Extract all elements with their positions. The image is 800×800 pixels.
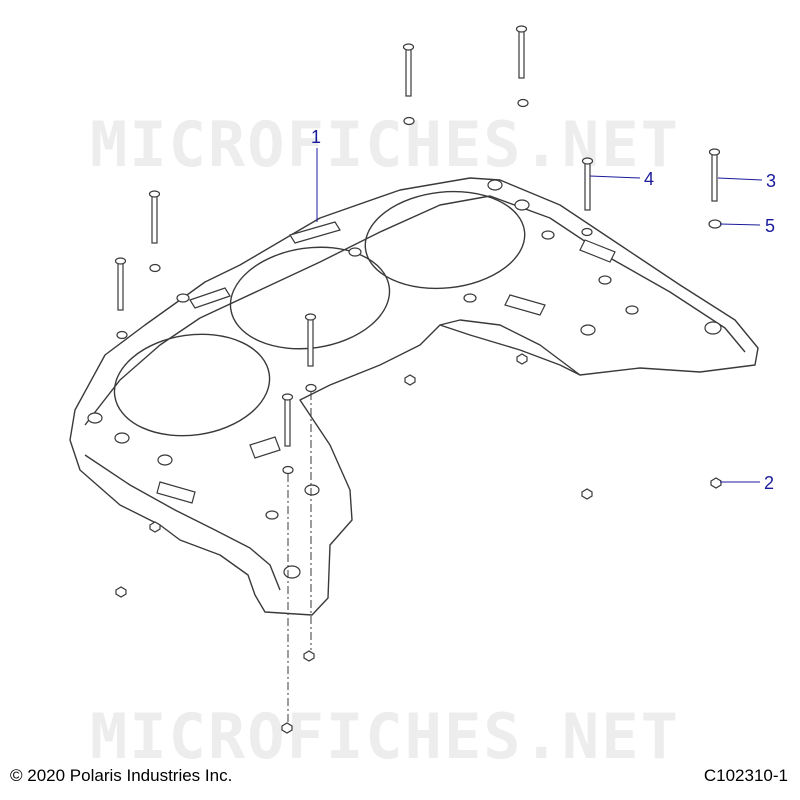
- assembly-lines: [287, 392, 312, 722]
- bolt-top-right: [515, 25, 528, 79]
- rear-rack: [69, 177, 759, 616]
- watermark-top: MICROFICHES.NET: [90, 108, 680, 181]
- callout-2: 2: [764, 473, 774, 493]
- callout-5: 5: [765, 216, 775, 236]
- bolt-center-lower: [281, 393, 294, 447]
- callout-4: 4: [644, 169, 654, 189]
- deck-slots: [156, 221, 616, 504]
- bolt-center-upper: [304, 313, 317, 367]
- drawing-number: C102310-1: [703, 766, 788, 785]
- callout-1: 1: [311, 127, 321, 147]
- bolt-item-4: [581, 157, 594, 211]
- bolt-item-3: [708, 148, 721, 202]
- deck-rings: [113, 190, 526, 437]
- copyright-text: © 2020 Polaris Industries Inc.: [10, 766, 233, 785]
- bolt-left-lower: [114, 257, 127, 311]
- watermark-bottom: MICROFICHES.NET: [90, 700, 680, 773]
- deck-holes: [87, 179, 722, 579]
- bolt-top-left: [402, 43, 415, 97]
- bolts: [114, 25, 721, 447]
- nuts: [115, 353, 722, 734]
- bolt-left-upper: [148, 190, 161, 244]
- callout-3: 3: [766, 171, 776, 191]
- callout-leaders: [316, 148, 763, 483]
- washers: [116, 98, 722, 475]
